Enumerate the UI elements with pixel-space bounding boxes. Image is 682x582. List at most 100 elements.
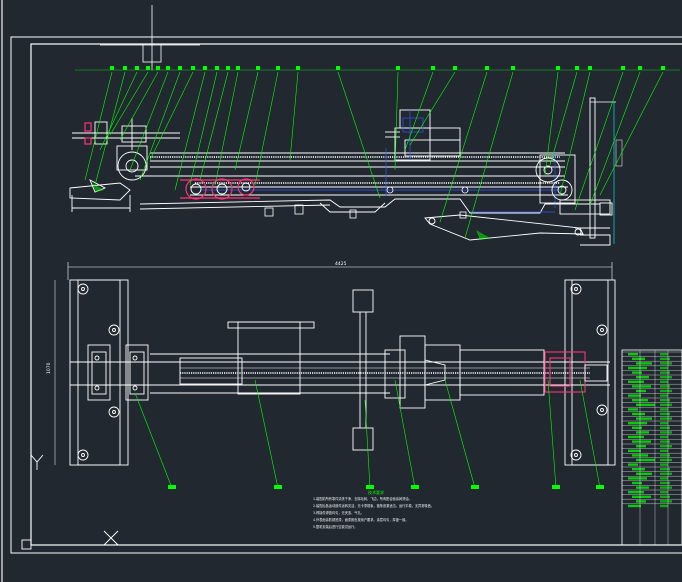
- title-block-entry: [628, 463, 638, 466]
- technical-notes: 技术要求 1.装配前所有零件清洗干净，去除毛刺、飞边，所有配合面涂润滑油。 2.…: [313, 489, 434, 529]
- notes-line-4: 4.外表面涂防锈底漆，面漆颜色按用户要求。涂层均匀，厚度一致。: [313, 517, 408, 522]
- title-block-entry: [632, 468, 645, 471]
- title-block-entry: [628, 422, 647, 425]
- part-balloon: [396, 66, 400, 70]
- title-block-entry: [628, 353, 638, 356]
- leader-line: [199, 71, 229, 181]
- title-block-entry: [660, 389, 672, 393]
- part-balloon: [453, 66, 457, 70]
- leader-line: [214, 71, 239, 186]
- title-block-entry: [660, 454, 670, 457]
- part-balloon: [215, 66, 219, 70]
- leader-line: [409, 71, 456, 146]
- title-block-entry: [660, 376, 672, 379]
- ucs-icon: [21, 454, 119, 550]
- title-block-entry: [628, 504, 641, 508]
- title-block-entry: [660, 380, 668, 383]
- part-balloon: [123, 66, 127, 70]
- title-block-entry: [636, 362, 652, 365]
- title-block-entry: [628, 435, 644, 439]
- title-block-entry: [660, 463, 668, 466]
- title-block-entry: [632, 440, 651, 443]
- title-block-entry: [632, 495, 651, 498]
- outer-frame: [10, 36, 682, 554]
- leader-line: [174, 71, 206, 191]
- notes-line-1: 1.装配前所有零件清洗干净，去除毛刺、飞边，所有配合面涂润滑油。: [313, 496, 412, 501]
- notes-line-5: 5.整机安装后进行空载试运行。: [313, 524, 357, 529]
- part-balloon: [256, 66, 260, 70]
- title-block-entry: [660, 449, 668, 452]
- title-block-entry: [660, 495, 670, 498]
- overall-length-dimension: 4425: [67, 261, 613, 280]
- title-block-entry: [660, 412, 670, 416]
- part-balloon: [236, 66, 240, 70]
- leader-line: [84, 71, 113, 181]
- plan-view: 1070: [46, 279, 616, 489]
- part-leader-lines: [75, 69, 680, 239]
- title-block-entry: [636, 472, 652, 475]
- title-block-entry: [660, 472, 672, 475]
- title-block-entry: [660, 362, 672, 365]
- part-balloons: [110, 66, 665, 70]
- leader-line: [139, 71, 181, 181]
- part-balloon: [336, 66, 340, 70]
- gearbox-plan: [384, 335, 545, 409]
- title-block-entry: [636, 376, 649, 379]
- leader-line: [337, 71, 381, 199]
- cross-bar: [352, 289, 374, 451]
- title-block-entry: [636, 486, 649, 489]
- part-balloon: [296, 66, 300, 70]
- leader-line: [589, 71, 641, 206]
- title-block-entry: [628, 477, 647, 480]
- part-balloon: [485, 66, 489, 70]
- right-sprocket: [535, 154, 613, 246]
- crosshair-cursor: [100, 5, 200, 70]
- length-dimension-text: 4425: [335, 261, 347, 267]
- notes-line-3: 3.焊接件焊缝均匀，无夹渣、气孔。: [313, 510, 364, 515]
- title-block-entry: [628, 408, 638, 411]
- title-block-entry: [628, 394, 641, 397]
- part-balloon: [191, 66, 195, 70]
- swing-arm: [424, 214, 584, 241]
- title-block-entry: [628, 491, 644, 494]
- title-block-entry: [636, 445, 646, 448]
- title-block-entry: [628, 380, 644, 383]
- title-block-entry: [660, 481, 670, 485]
- leader-line: [99, 71, 138, 151]
- title-block-entry: [636, 403, 655, 406]
- title-block-entry: [636, 389, 646, 393]
- title-block-entry: [636, 458, 655, 462]
- title-block-entry: [660, 422, 668, 425]
- leader-line: [149, 71, 194, 161]
- inner-frame: [30, 43, 682, 546]
- leader-line: [289, 71, 299, 161]
- leader-line: [544, 71, 559, 176]
- part-balloon: [638, 66, 642, 70]
- leader-line: [559, 71, 591, 196]
- part-balloon: [431, 66, 435, 70]
- part-balloon: [135, 66, 139, 70]
- title-block-entry: [660, 477, 668, 480]
- leader-line: [234, 71, 259, 171]
- title-block-entry: [636, 417, 652, 420]
- title-block-entry: [660, 431, 672, 434]
- title-block-entry: [660, 500, 672, 503]
- title-block-entry: [660, 366, 668, 370]
- title-block-entry: [636, 431, 649, 434]
- leader-line: [599, 71, 664, 196]
- title-block-entry: [660, 458, 672, 462]
- title-block-entry: [660, 426, 670, 429]
- part-balloon: [588, 66, 592, 70]
- title-block-entry: [660, 408, 668, 411]
- leader-line: [254, 71, 279, 186]
- part-balloon: [621, 66, 625, 70]
- notes-line-2: 2.装配后各运动部件运转灵活，无卡滞现象，链条张紧适当，运行平稳，无异常噪音。: [313, 503, 434, 508]
- title-block-entry: [628, 366, 647, 370]
- leader-line: [404, 71, 434, 151]
- title-block-entry: [636, 500, 646, 503]
- left-carriage: [69, 118, 180, 212]
- title-block-entry: [660, 399, 670, 402]
- leader-line: [439, 71, 488, 223]
- drive-sprockets: [84, 122, 260, 200]
